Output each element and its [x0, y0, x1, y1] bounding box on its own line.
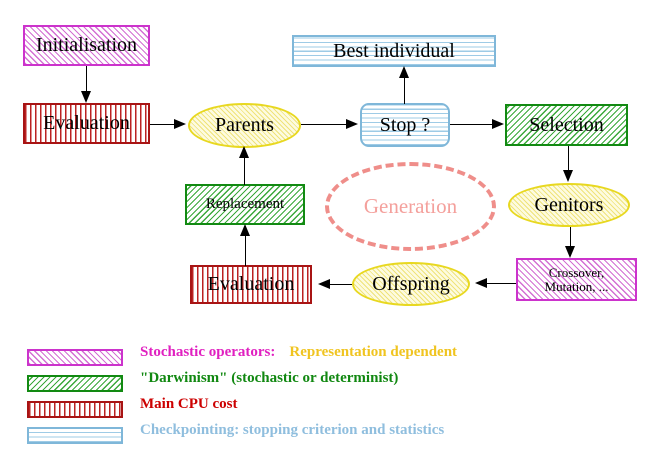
edge-parents-to-stop-line: [301, 124, 349, 125]
edge-replacement-to-parents-line: [244, 152, 245, 185]
edge-replacement-to-parents-head: [239, 146, 249, 158]
node-replacement-label: Replacement: [205, 195, 285, 212]
node-best-individual[interactable]: Best individual: [292, 35, 496, 67]
edge-selection-to-genitors-line: [568, 146, 569, 172]
node-crossover-mutation[interactable]: Crossover, Mutation, ...: [516, 258, 637, 301]
edge-evaluation-to-parents-line: [150, 124, 178, 125]
edge-crossover-to-offspring-line: [486, 283, 516, 284]
legend-swatch-blue-horizontal-hatch: [27, 427, 123, 444]
node-parents-label: Parents: [215, 114, 274, 136]
edge-parents-to-stop-head: [346, 119, 358, 129]
edge-initialisation-to-evaluation-line: [86, 66, 87, 93]
node-evaluation-top-label: Evaluation: [43, 112, 130, 134]
node-crossover-mutation-label: Crossover, Mutation, ...: [544, 264, 609, 294]
legend-text-checkpointing: Checkpointing: stopping criterion and st…: [140, 422, 444, 439]
node-stop[interactable]: Stop ?: [360, 103, 450, 147]
node-selection-label: Selection: [529, 113, 604, 136]
edge-stop-to-best-individual-line: [404, 68, 405, 104]
node-genitors[interactable]: Genitors: [508, 183, 630, 227]
node-evaluation-bottom-label: Evaluation: [207, 273, 295, 295]
edge-genitors-to-crossover-line: [570, 227, 571, 249]
edge-stop-to-selection-line: [450, 124, 495, 125]
legend-text-stochastic-operators: Stochastic operators: Representation depe…: [140, 344, 457, 361]
legend-text-stochastic-operators-primary: Stochastic operators:: [140, 344, 276, 360]
node-offspring[interactable]: Offspring: [352, 262, 470, 306]
node-parents[interactable]: Parents: [188, 103, 301, 148]
edge-evaluation-to-parents-head: [174, 119, 186, 129]
node-stop-label: Stop ?: [379, 113, 431, 136]
node-replacement[interactable]: Replacement: [185, 184, 305, 225]
legend-text-main-cpu-cost: Main CPU cost: [140, 396, 238, 413]
edge-evaluation-to-replacement-line: [245, 228, 246, 266]
edge-selection-to-genitors-head: [563, 170, 573, 182]
legend-text-stochastic-operators-secondary: Representation dependent: [289, 344, 458, 360]
edge-initialisation-to-evaluation-head: [81, 91, 91, 103]
node-generation-group: Generation: [325, 162, 496, 251]
legend-text-checkpointing-primary: Checkpointing: stopping criterion and st…: [140, 422, 445, 438]
legend-swatch-magenta-diagonal-hatch: [27, 349, 123, 366]
edge-offspring-to-evaluation-line: [329, 284, 352, 285]
node-genitors-label: Genitors: [534, 193, 604, 216]
legend-text-darwinism-primary: "Darwinism" (stochastic or determinist): [140, 370, 399, 386]
node-initialisation-label: Initialisation: [35, 34, 138, 56]
node-generation-label: Generation: [363, 194, 458, 218]
edge-genitors-to-crossover-head: [565, 246, 575, 258]
edge-offspring-to-evaluation-head: [318, 279, 330, 289]
legend-swatch-green-diagonal-hatch: [27, 375, 123, 392]
edge-stop-to-selection-head: [492, 119, 504, 129]
edge-crossover-to-offspring-head: [475, 278, 487, 288]
legend-swatch-red-vertical-hatch: [27, 401, 123, 418]
node-evaluation-bottom[interactable]: Evaluation: [190, 265, 312, 304]
legend-text-darwinism: "Darwinism" (stochastic or determinist): [140, 370, 398, 387]
legend-text-main-cpu-cost-primary: Main CPU cost: [140, 396, 238, 412]
node-selection[interactable]: Selection: [505, 104, 628, 146]
node-initialisation[interactable]: Initialisation: [23, 25, 150, 66]
node-best-individual-label: Best individual: [333, 39, 455, 62]
node-offspring-label: Offspring: [372, 272, 450, 295]
edge-stop-to-best-individual-head: [399, 66, 409, 78]
edge-evaluation-to-replacement-head: [240, 224, 250, 236]
node-evaluation-top[interactable]: Evaluation: [23, 103, 150, 144]
